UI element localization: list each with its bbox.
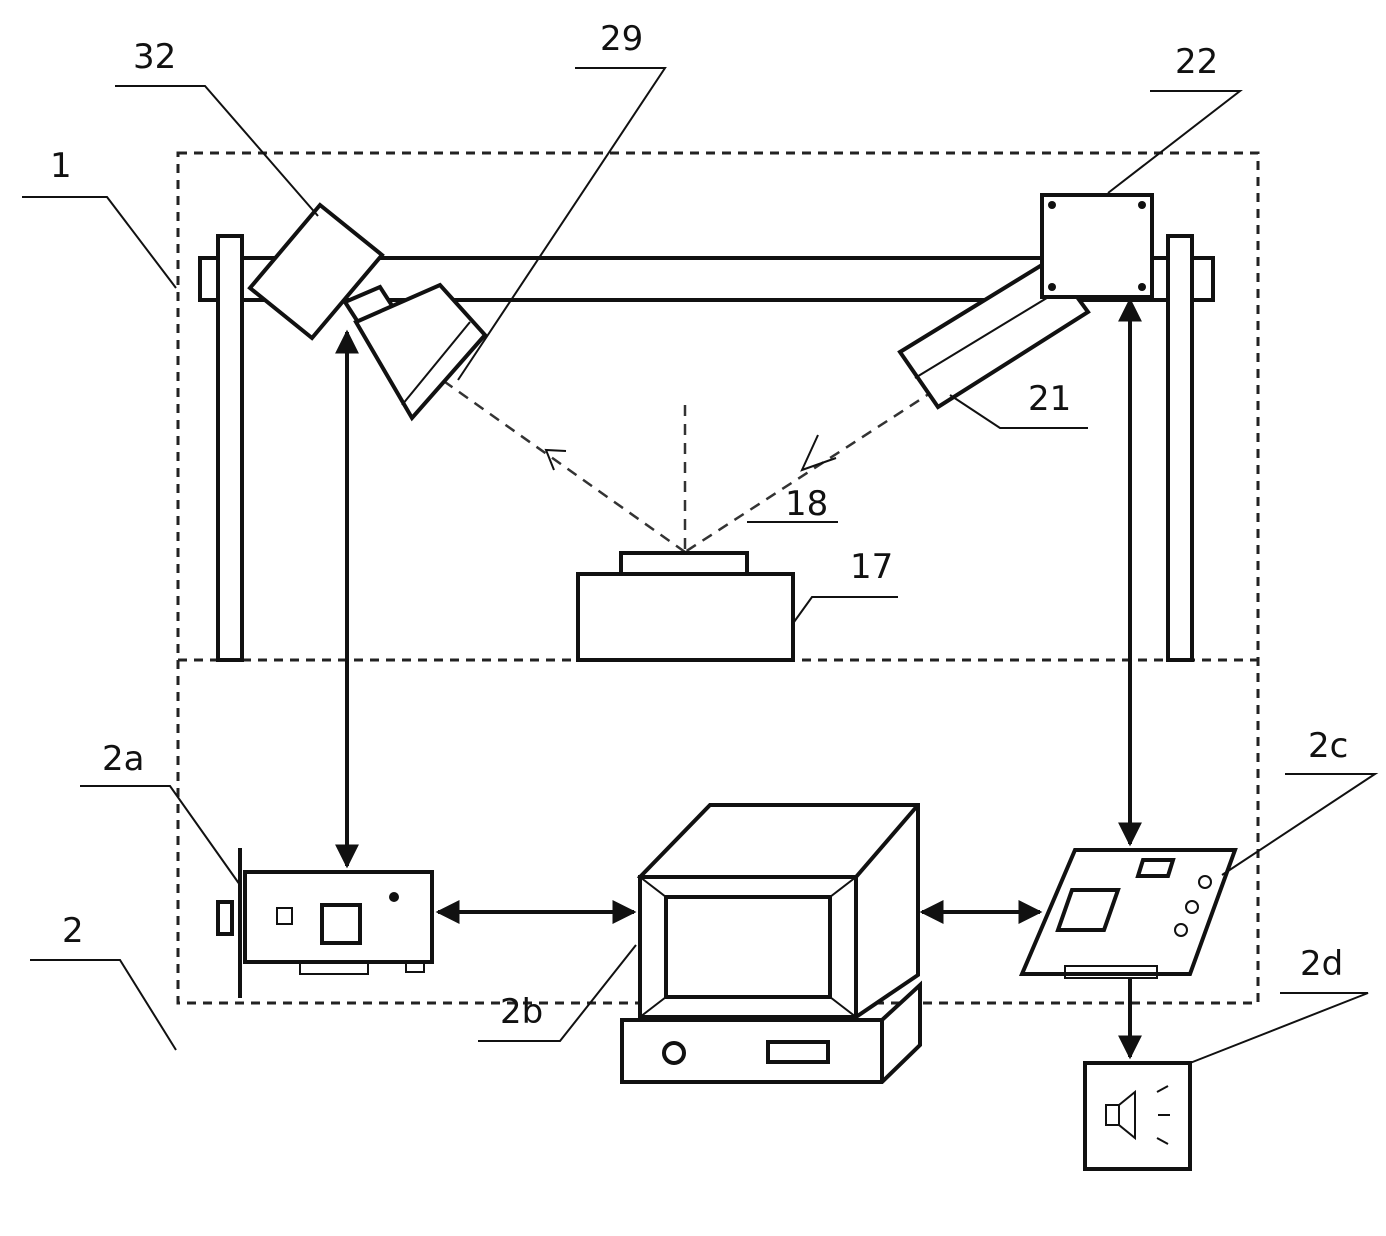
label-2b: 2b	[500, 992, 543, 1032]
label-2: 2	[62, 911, 84, 951]
light-housing-22	[1040, 193, 1154, 299]
speaker-icon	[1105, 1085, 1170, 1145]
label-1: 1	[50, 146, 72, 186]
label-2d: 2d	[1300, 944, 1343, 984]
label-2c: 2c	[1308, 726, 1348, 766]
leader-lines	[22, 67, 1379, 1064]
label-22: 22	[1175, 42, 1218, 82]
label-18: 18	[785, 484, 828, 524]
alarm-2d	[1083, 1061, 1192, 1171]
label-17: 17	[850, 547, 893, 587]
reference-labels: 32 29 22 1 21 18 17 2a 2c 2 2d 2b	[50, 19, 1348, 1032]
light-rays	[444, 380, 936, 554]
connection-arrows	[335, 297, 1142, 1060]
controller-board-2c	[1018, 848, 1238, 979]
label-32: 32	[133, 37, 176, 77]
label-29: 29	[600, 19, 643, 59]
capture-card-2a	[216, 848, 434, 998]
stage-17	[576, 572, 795, 662]
computer-2b	[620, 803, 922, 1084]
label-2a: 2a	[102, 739, 144, 779]
camera-32	[247, 202, 488, 422]
label-21: 21	[1028, 379, 1071, 419]
sample-18	[619, 551, 749, 576]
